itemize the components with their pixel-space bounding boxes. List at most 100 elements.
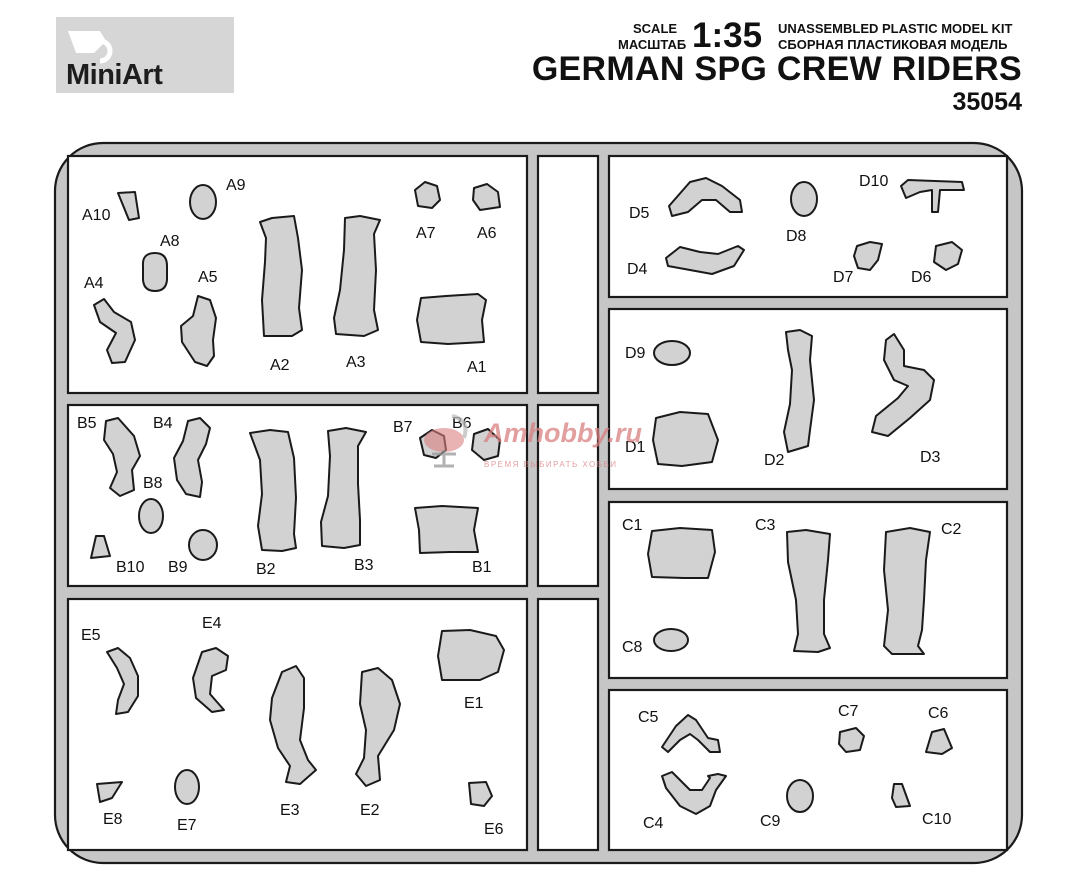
part-c7 [838, 727, 865, 753]
part-d2 [783, 329, 815, 453]
part-e2 [355, 667, 401, 787]
part-b5 [103, 417, 141, 497]
sprue-gate-2 [536, 403, 600, 588]
part-d8 [790, 181, 818, 217]
kit-title: GERMAN SPG CREW RIDERS [531, 50, 1022, 88]
sprue-gate-1 [536, 154, 600, 395]
part-e4 [192, 647, 229, 713]
label-c5: C5 [638, 709, 659, 726]
part-b6 [471, 428, 501, 461]
label-d2: D2 [764, 452, 785, 469]
miniart-logo: MiniArt [56, 17, 234, 93]
part-e3 [269, 665, 317, 785]
scale-label-en: SCALE [633, 21, 678, 36]
label-d9: D9 [625, 345, 646, 362]
label-a4: A4 [84, 275, 104, 292]
part-c3 [786, 529, 831, 653]
part-e8 [96, 781, 123, 803]
part-d10 [900, 179, 965, 213]
label-d1: D1 [625, 439, 646, 456]
part-b2 [249, 429, 297, 552]
label-d4: D4 [627, 261, 648, 278]
label-b1: B1 [472, 559, 492, 576]
label-b2: B2 [256, 561, 276, 578]
label-a5: A5 [198, 269, 218, 286]
part-d9 [653, 340, 691, 366]
part-c4 [661, 771, 727, 815]
part-c8 [653, 628, 689, 652]
label-c1: C1 [622, 517, 643, 534]
part-b3 [320, 427, 367, 549]
logo-emblem-icon [68, 31, 113, 64]
watermark-subtext: ВРЕМЯ ВЫБИРАТЬ ХОББИ [484, 460, 618, 469]
part-c5 [661, 714, 721, 753]
watermark: Amhobby.ru ВРЕМЯ ВЫБИРАТЬ ХОББИ [412, 410, 672, 472]
label-e4: E4 [202, 615, 222, 632]
part-b1 [414, 505, 479, 554]
scale-value: 1:35 [692, 16, 763, 55]
part-c6 [925, 728, 953, 755]
label-d3: D3 [920, 449, 941, 466]
label-b4: B4 [153, 415, 173, 432]
label-a3: A3 [346, 354, 366, 371]
label-d8: D8 [786, 228, 807, 245]
sprue-cell-c-bot [607, 688, 1009, 852]
scale-label-ru: МАСШТАБ [618, 37, 687, 52]
watermark-chair-icon [424, 414, 468, 468]
part-a2 [259, 215, 303, 337]
label-e5: E5 [81, 627, 101, 644]
label-a2: A2 [270, 357, 290, 374]
part-a4 [93, 298, 136, 364]
label-a1: A1 [467, 359, 487, 376]
label-b3: B3 [354, 557, 374, 574]
part-a7 [414, 181, 441, 209]
label-a7: A7 [416, 225, 436, 242]
label-e6: E6 [484, 821, 504, 838]
part-c10 [891, 783, 911, 808]
label-b8: B8 [143, 475, 163, 492]
label-c6: C6 [928, 705, 949, 722]
part-e7 [174, 769, 200, 805]
label-b10: B10 [116, 559, 145, 576]
label-c4: C4 [643, 815, 664, 832]
label-c8: C8 [622, 639, 643, 656]
label-c9: C9 [760, 813, 781, 830]
part-d5 [668, 177, 743, 217]
part-d4 [665, 245, 745, 275]
watermark-text: Amhobby.ru [484, 418, 642, 448]
part-c1 [647, 527, 716, 579]
part-d1 [652, 411, 719, 467]
label-e8: E8 [103, 811, 123, 828]
sprue-cell-d-top [607, 154, 1009, 299]
part-a1 [416, 293, 487, 345]
label-d10: D10 [859, 173, 888, 190]
part-b10 [90, 535, 111, 559]
label-a6: A6 [477, 225, 497, 242]
part-e5 [106, 647, 139, 715]
logo-text: MiniArt [66, 59, 163, 91]
part-a10 [117, 191, 140, 221]
sprue-gate-3 [536, 597, 600, 852]
label-e2: E2 [360, 802, 380, 819]
kit-type-en: UNASSEMBLED PLASTIC MODEL KIT [778, 21, 1013, 36]
label-b7: B7 [393, 419, 413, 436]
label-e3: E3 [280, 802, 300, 819]
part-e6 [468, 781, 493, 807]
part-d3 [871, 333, 935, 437]
part-a3 [333, 215, 381, 337]
label-c7: C7 [838, 703, 859, 720]
label-c3: C3 [755, 517, 776, 534]
part-a6 [472, 183, 501, 211]
part-d7 [853, 241, 883, 271]
part-b9 [188, 529, 218, 561]
part-e1 [437, 629, 505, 681]
part-c9 [786, 779, 814, 813]
part-d6 [933, 241, 963, 271]
kit-type-ru: СБОРНАЯ ПЛАСТИКОВАЯ МОДЕЛЬ [778, 37, 1008, 52]
label-d6: D6 [911, 269, 932, 286]
part-a5 [180, 295, 217, 367]
part-b4 [173, 417, 211, 498]
label-d7: D7 [833, 269, 854, 286]
label-b5: B5 [77, 415, 97, 432]
label-a10: A10 [82, 207, 111, 224]
